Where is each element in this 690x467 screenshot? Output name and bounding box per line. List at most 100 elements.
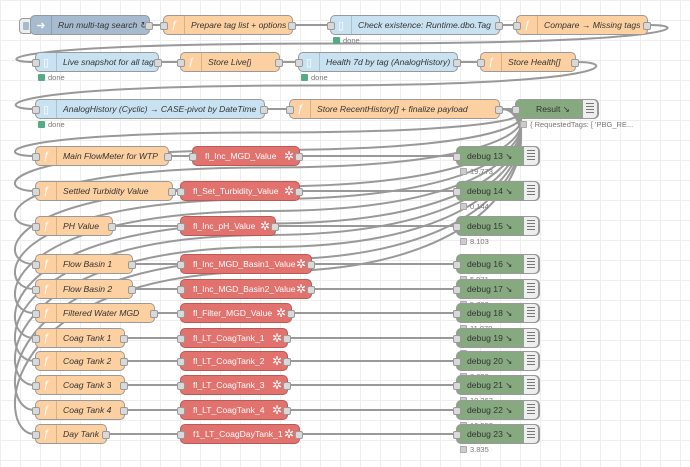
output-port[interactable] bbox=[150, 310, 158, 318]
ui-output-node[interactable]: fl_LT_CoagTank_4 ✲ bbox=[177, 400, 291, 420]
input-port[interactable] bbox=[453, 407, 461, 415]
output-port[interactable] bbox=[120, 382, 128, 390]
debug-toggle-button[interactable] bbox=[523, 424, 539, 444]
input-port[interactable] bbox=[177, 188, 185, 196]
output-port[interactable] bbox=[307, 261, 315, 269]
output-port[interactable] bbox=[260, 106, 268, 114]
ui-output-node[interactable]: fl_Inc_pH_Value ✲ bbox=[177, 216, 279, 236]
wire[interactable] bbox=[14, 61, 598, 110]
debug-toggle-button[interactable] bbox=[582, 99, 598, 119]
ui-output-node[interactable]: fl_LT_CoagTank_2 ✲ bbox=[177, 351, 291, 371]
output-port[interactable] bbox=[295, 153, 303, 161]
inject-node-run-search[interactable]: ➜ Run multi-tag search ↻ bbox=[19, 15, 153, 35]
output-port[interactable] bbox=[108, 223, 116, 231]
function-node-compare[interactable]: ƒ Compare → Missing tags bbox=[513, 15, 651, 35]
input-port[interactable] bbox=[286, 106, 294, 114]
input-port[interactable] bbox=[177, 59, 185, 67]
input-port[interactable] bbox=[32, 261, 40, 269]
output-port[interactable] bbox=[571, 59, 579, 67]
debug-toggle-button[interactable] bbox=[523, 146, 539, 166]
debug-node[interactable]: debug 23 ↘ bbox=[453, 424, 540, 444]
debug-node[interactable]: debug 13 ↘ bbox=[453, 146, 540, 166]
debug-node[interactable]: debug 17 ↘ bbox=[453, 279, 540, 299]
output-port[interactable] bbox=[283, 407, 291, 415]
output-port[interactable] bbox=[643, 22, 651, 30]
input-port[interactable] bbox=[453, 153, 461, 161]
input-port[interactable] bbox=[32, 286, 40, 294]
debug-node[interactable]: debug 19 ↘ bbox=[453, 328, 540, 348]
input-port[interactable] bbox=[177, 286, 185, 294]
output-port[interactable] bbox=[154, 59, 162, 67]
function-node-prepare-tags[interactable]: ƒ Prepare tag list + options bbox=[160, 15, 296, 35]
ui-output-node[interactable]: fl_Filter_MGD_Value ✲ bbox=[177, 303, 295, 323]
input-port[interactable] bbox=[32, 407, 40, 415]
database-node-live-snapshot[interactable]: ▯ Live snapshot for all tags bbox=[32, 52, 162, 72]
output-port[interactable] bbox=[145, 22, 153, 30]
input-port[interactable] bbox=[177, 310, 185, 318]
debug-node[interactable]: debug 14 ↘ bbox=[453, 181, 540, 201]
wire[interactable] bbox=[15, 24, 669, 63]
output-port[interactable] bbox=[128, 261, 136, 269]
function-node-store-health[interactable]: ƒ Store Health[] bbox=[477, 52, 579, 72]
ui-output-node[interactable]: fl_Inc_MGD_Basin1_Value ✲ bbox=[177, 254, 315, 274]
input-port[interactable] bbox=[177, 261, 185, 269]
output-port[interactable] bbox=[271, 223, 279, 231]
debug-node-result[interactable]: Result ↘ bbox=[512, 99, 599, 119]
input-port[interactable] bbox=[453, 358, 461, 366]
output-port[interactable] bbox=[295, 431, 303, 439]
function-node-row[interactable]: ƒ Coag Tank 1 bbox=[32, 328, 128, 348]
function-node-row[interactable]: ƒ Settled Turbidity Value bbox=[32, 181, 176, 201]
input-port[interactable] bbox=[513, 22, 521, 30]
ui-output-node[interactable]: fl_LT_CoagTank_1 ✲ bbox=[177, 328, 291, 348]
output-port[interactable] bbox=[295, 188, 303, 196]
input-port[interactable] bbox=[189, 153, 197, 161]
input-port[interactable] bbox=[32, 310, 40, 318]
ui-output-node[interactable]: fl_LT_CoagTank_3 ✲ bbox=[177, 375, 291, 395]
ui-output-node[interactable]: fl_Inc_MGD_Basin2_Value ✲ bbox=[177, 279, 315, 299]
debug-node[interactable]: debug 20 ↘ bbox=[453, 351, 540, 371]
input-port[interactable] bbox=[453, 382, 461, 390]
output-port[interactable] bbox=[287, 310, 295, 318]
input-port[interactable] bbox=[32, 382, 40, 390]
input-port[interactable] bbox=[177, 358, 185, 366]
input-port[interactable] bbox=[32, 431, 40, 439]
function-node-row[interactable]: ƒ Coag Tank 3 bbox=[32, 375, 128, 395]
output-port[interactable] bbox=[168, 188, 176, 196]
input-port[interactable] bbox=[327, 22, 335, 30]
debug-node[interactable]: debug 15 ↘ bbox=[453, 216, 540, 236]
input-port[interactable] bbox=[453, 431, 461, 439]
input-port[interactable] bbox=[32, 335, 40, 343]
input-port[interactable] bbox=[453, 188, 461, 196]
output-port[interactable] bbox=[120, 407, 128, 415]
output-port[interactable] bbox=[275, 59, 283, 67]
database-node-analog-cyclic[interactable]: ▯ AnalogHistory (Cyclic) → CASE-pivot by… bbox=[32, 99, 268, 119]
output-port[interactable] bbox=[283, 358, 291, 366]
input-port[interactable] bbox=[32, 188, 40, 196]
debug-node[interactable]: debug 21 ↘ bbox=[453, 375, 540, 395]
input-port[interactable] bbox=[453, 335, 461, 343]
debug-toggle-button[interactable] bbox=[523, 351, 539, 371]
output-port[interactable] bbox=[120, 358, 128, 366]
output-port[interactable] bbox=[495, 106, 503, 114]
debug-toggle-button[interactable] bbox=[523, 254, 539, 274]
input-port[interactable] bbox=[177, 431, 185, 439]
inject-trigger-button[interactable] bbox=[19, 18, 31, 34]
output-port[interactable] bbox=[495, 22, 503, 30]
function-node-store-recent[interactable]: ƒ Store RecentHistory[] + finalize paylo… bbox=[286, 99, 503, 119]
function-node-row[interactable]: ƒ Day Tank bbox=[32, 424, 110, 444]
output-port[interactable] bbox=[288, 22, 296, 30]
debug-node[interactable]: debug 18 ↘ bbox=[453, 303, 540, 323]
input-port[interactable] bbox=[295, 59, 303, 67]
input-port[interactable] bbox=[32, 223, 40, 231]
input-port[interactable] bbox=[177, 223, 185, 231]
debug-node[interactable]: debug 16 ↘ bbox=[453, 254, 540, 274]
input-port[interactable] bbox=[453, 310, 461, 318]
output-port[interactable] bbox=[164, 153, 172, 161]
input-port[interactable] bbox=[453, 261, 461, 269]
function-node-row[interactable]: ƒ PH Value bbox=[32, 216, 116, 236]
ui-output-node[interactable]: f1_LT_CoagDayTank_1 ✲ bbox=[177, 424, 303, 444]
database-node-check-existence[interactable]: ▯ Check existence: Runtime.dbo.Tag bbox=[327, 15, 503, 35]
output-port[interactable] bbox=[102, 431, 110, 439]
ui-output-node[interactable]: fl_Set_Turbidity_Value ✲ bbox=[177, 181, 303, 201]
